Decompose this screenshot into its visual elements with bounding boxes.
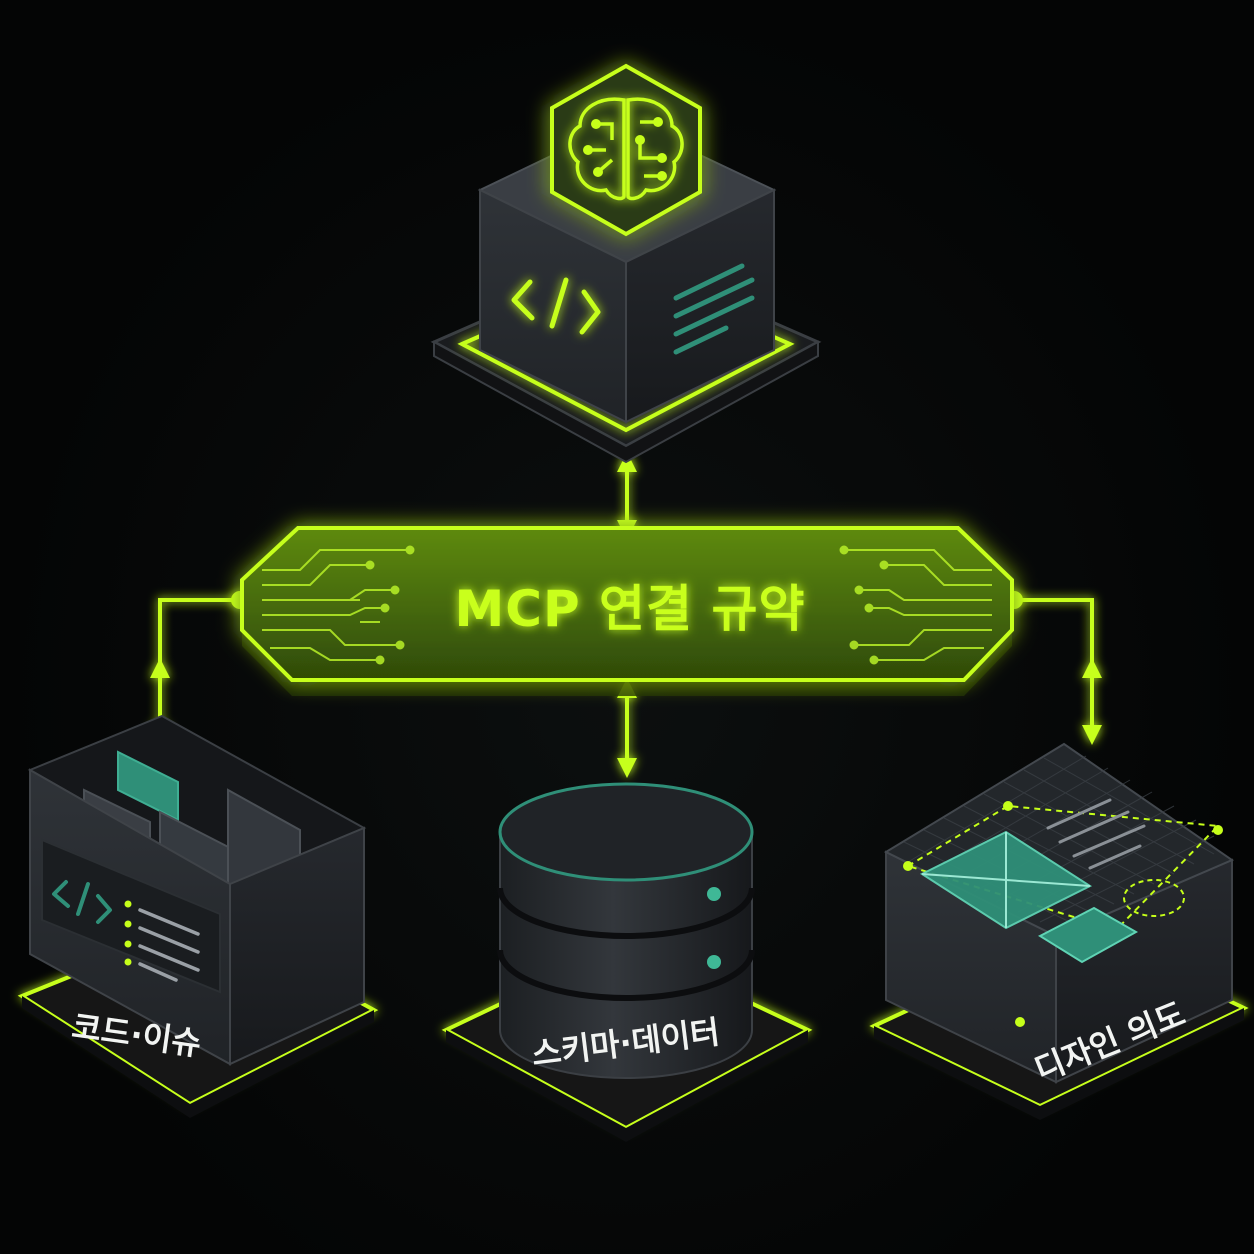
list-lines-icon	[124, 900, 200, 982]
code-brackets-icon	[511, 277, 601, 335]
brain-circuit-icon	[550, 63, 702, 237]
top-node-ai-server	[430, 63, 822, 464]
hub-banner: MCP 연결 규약	[240, 526, 1014, 696]
design-intent-node: 디자인 의도	[869, 742, 1249, 1120]
status-led	[707, 887, 721, 901]
circuit-traces-right	[839, 545, 992, 665]
code-issues-node: 코드·이슈	[17, 714, 379, 1118]
wireframe-layout-icon	[919, 798, 1185, 964]
selection-frame	[905, 804, 1221, 932]
hub-label: MCP 연결 규약	[455, 580, 806, 638]
circuit-traces-left	[262, 545, 415, 665]
database-icon	[497, 782, 755, 1079]
connector-design	[1014, 598, 1102, 745]
code-brackets-icon	[52, 880, 112, 924]
schema-data-node: 스키마·데이터	[441, 782, 813, 1142]
document-lines-icon	[673, 263, 755, 355]
status-led	[707, 955, 721, 969]
folder-box-side	[229, 826, 365, 1066]
connector-code	[150, 598, 240, 745]
